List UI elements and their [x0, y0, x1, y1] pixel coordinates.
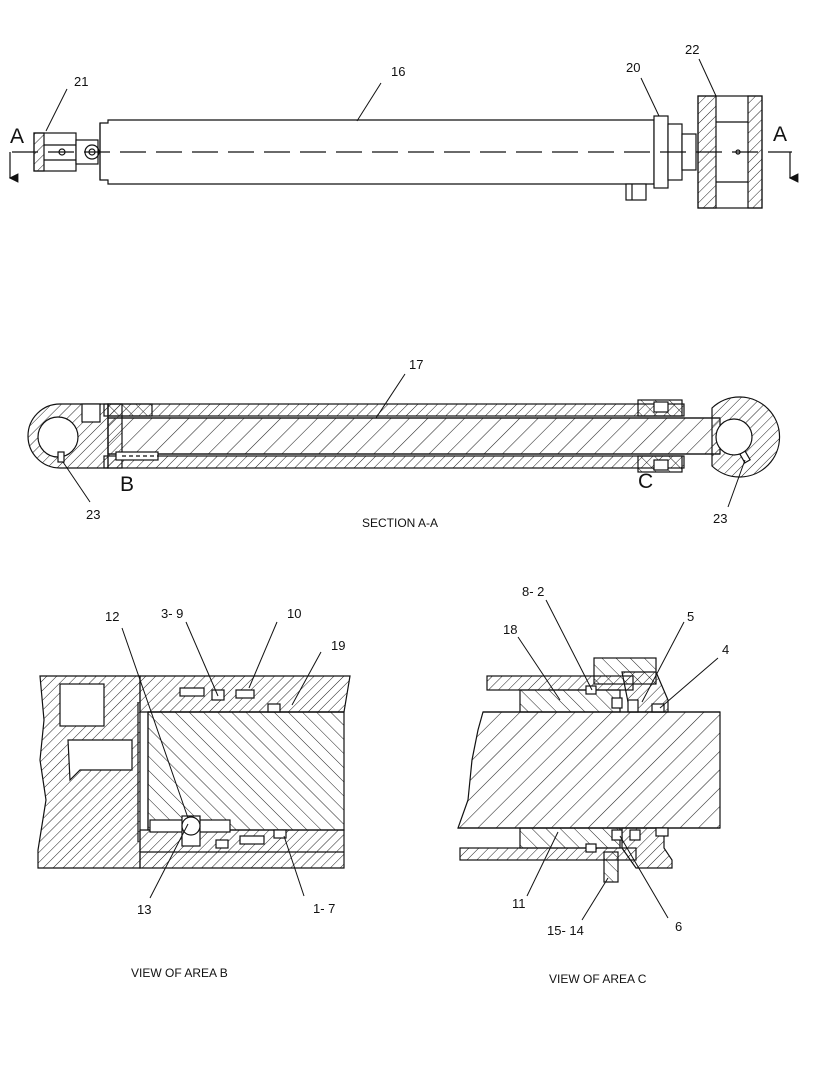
leader-8-2 [545, 599, 593, 691]
leader-17 [375, 373, 406, 419]
top-leaders [45, 58, 717, 132]
callout-18: 18 [503, 622, 517, 637]
area-b-view [37, 675, 351, 869]
callout-17: 17 [409, 357, 423, 372]
callout-16: 16 [391, 64, 405, 79]
callout-6: 6 [675, 919, 682, 934]
leader-13 [149, 823, 189, 899]
area-c-marker: C [638, 470, 653, 493]
leader-22 [698, 58, 717, 97]
callout-23-right: 23 [713, 511, 727, 526]
section-barrel-bottom [103, 455, 685, 469]
leader-1-7 [283, 835, 305, 897]
leader-20 [640, 77, 660, 117]
callout-19: 19 [331, 638, 345, 653]
callout-15-14: 15- 14 [547, 923, 584, 938]
leader-21 [45, 88, 68, 132]
section-barrel-top [103, 403, 685, 417]
callout-1-7: 1- 7 [313, 901, 335, 916]
area-b-marker: B [120, 473, 134, 496]
callout-3-9: 3- 9 [161, 606, 183, 621]
leader-18 [517, 636, 561, 701]
section-rod-17 [107, 417, 721, 455]
leader-4 [659, 657, 719, 709]
section-leaders [62, 373, 746, 508]
area-c-title: VIEW OF AREA C [549, 972, 647, 986]
leader-3-9 [185, 621, 219, 697]
leader-23-left [62, 461, 91, 503]
leader-11 [526, 831, 559, 897]
section-title: SECTION A-A [362, 516, 438, 530]
leader-6 [619, 835, 669, 919]
callout-5: 5 [687, 609, 694, 624]
callout-13: 13 [137, 902, 151, 917]
callout-23-left: 23 [86, 507, 100, 522]
area-c-leaders [517, 599, 719, 921]
area-b-leaders [121, 621, 322, 899]
callout-22: 22 [685, 42, 699, 57]
callout-21: 21 [74, 74, 88, 89]
callout-10: 10 [287, 606, 301, 621]
callout-12: 12 [105, 609, 119, 624]
leader-15-14 [581, 877, 609, 921]
leader-5 [641, 621, 685, 703]
area-b-title: VIEW OF AREA B [131, 966, 228, 980]
leader-12 [121, 627, 189, 819]
area-c-view [457, 657, 721, 883]
callout-8-2: 8- 2 [522, 584, 544, 599]
callout-4: 4 [722, 642, 729, 657]
leader-16 [356, 82, 382, 122]
leader-10 [248, 621, 278, 689]
leader-23-right [727, 459, 746, 508]
section-a-a [27, 396, 781, 478]
leader-19 [291, 651, 322, 706]
section-marker-left: A [10, 125, 24, 148]
callout-11: 11 [512, 896, 526, 911]
top-view [8, 95, 799, 209]
callout-20: 20 [626, 60, 640, 75]
section-marker-right: A [773, 123, 787, 146]
